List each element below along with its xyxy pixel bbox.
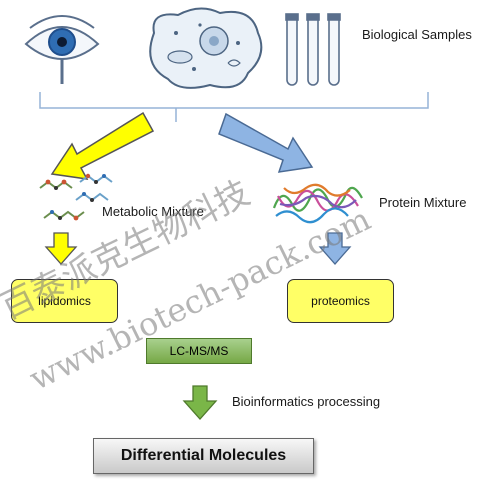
lipidomics-label: lipidomics: [38, 294, 91, 308]
arrow-down-bioinformatics: [182, 385, 218, 420]
metabolic-mixture-label: Metabolic Mixture: [102, 204, 204, 219]
cell-icon: [149, 7, 263, 89]
arrow-to-metabolic: [50, 111, 155, 180]
differential-molecules-box: Differential Molecules: [93, 438, 314, 474]
arrow-to-protein: [218, 112, 314, 173]
lcms-box: LC-MS/MS: [146, 338, 252, 364]
proteomics-box: proteomics: [287, 279, 394, 323]
arrow-down-proteomics: [318, 232, 352, 265]
lipidomics-box: lipidomics: [11, 279, 118, 323]
proteomics-label: proteomics: [311, 294, 370, 308]
protein-mixture-label: Protein Mixture: [379, 195, 467, 210]
arrow-down-lipidomics: [44, 232, 78, 265]
differential-molecules-label: Differential Molecules: [120, 447, 287, 464]
test-tubes-icon: [285, 13, 341, 86]
bioinformatics-label: Bioinformatics processing: [232, 394, 381, 409]
eye-icon: [24, 15, 100, 84]
metabolite-molecules-icon: [39, 173, 113, 221]
biological-samples-label: Biological Samples: [362, 27, 472, 42]
protein-structure-icon: [272, 183, 363, 224]
samples-bracket: [39, 92, 429, 122]
lcms-label: LC-MS/MS: [169, 344, 229, 358]
